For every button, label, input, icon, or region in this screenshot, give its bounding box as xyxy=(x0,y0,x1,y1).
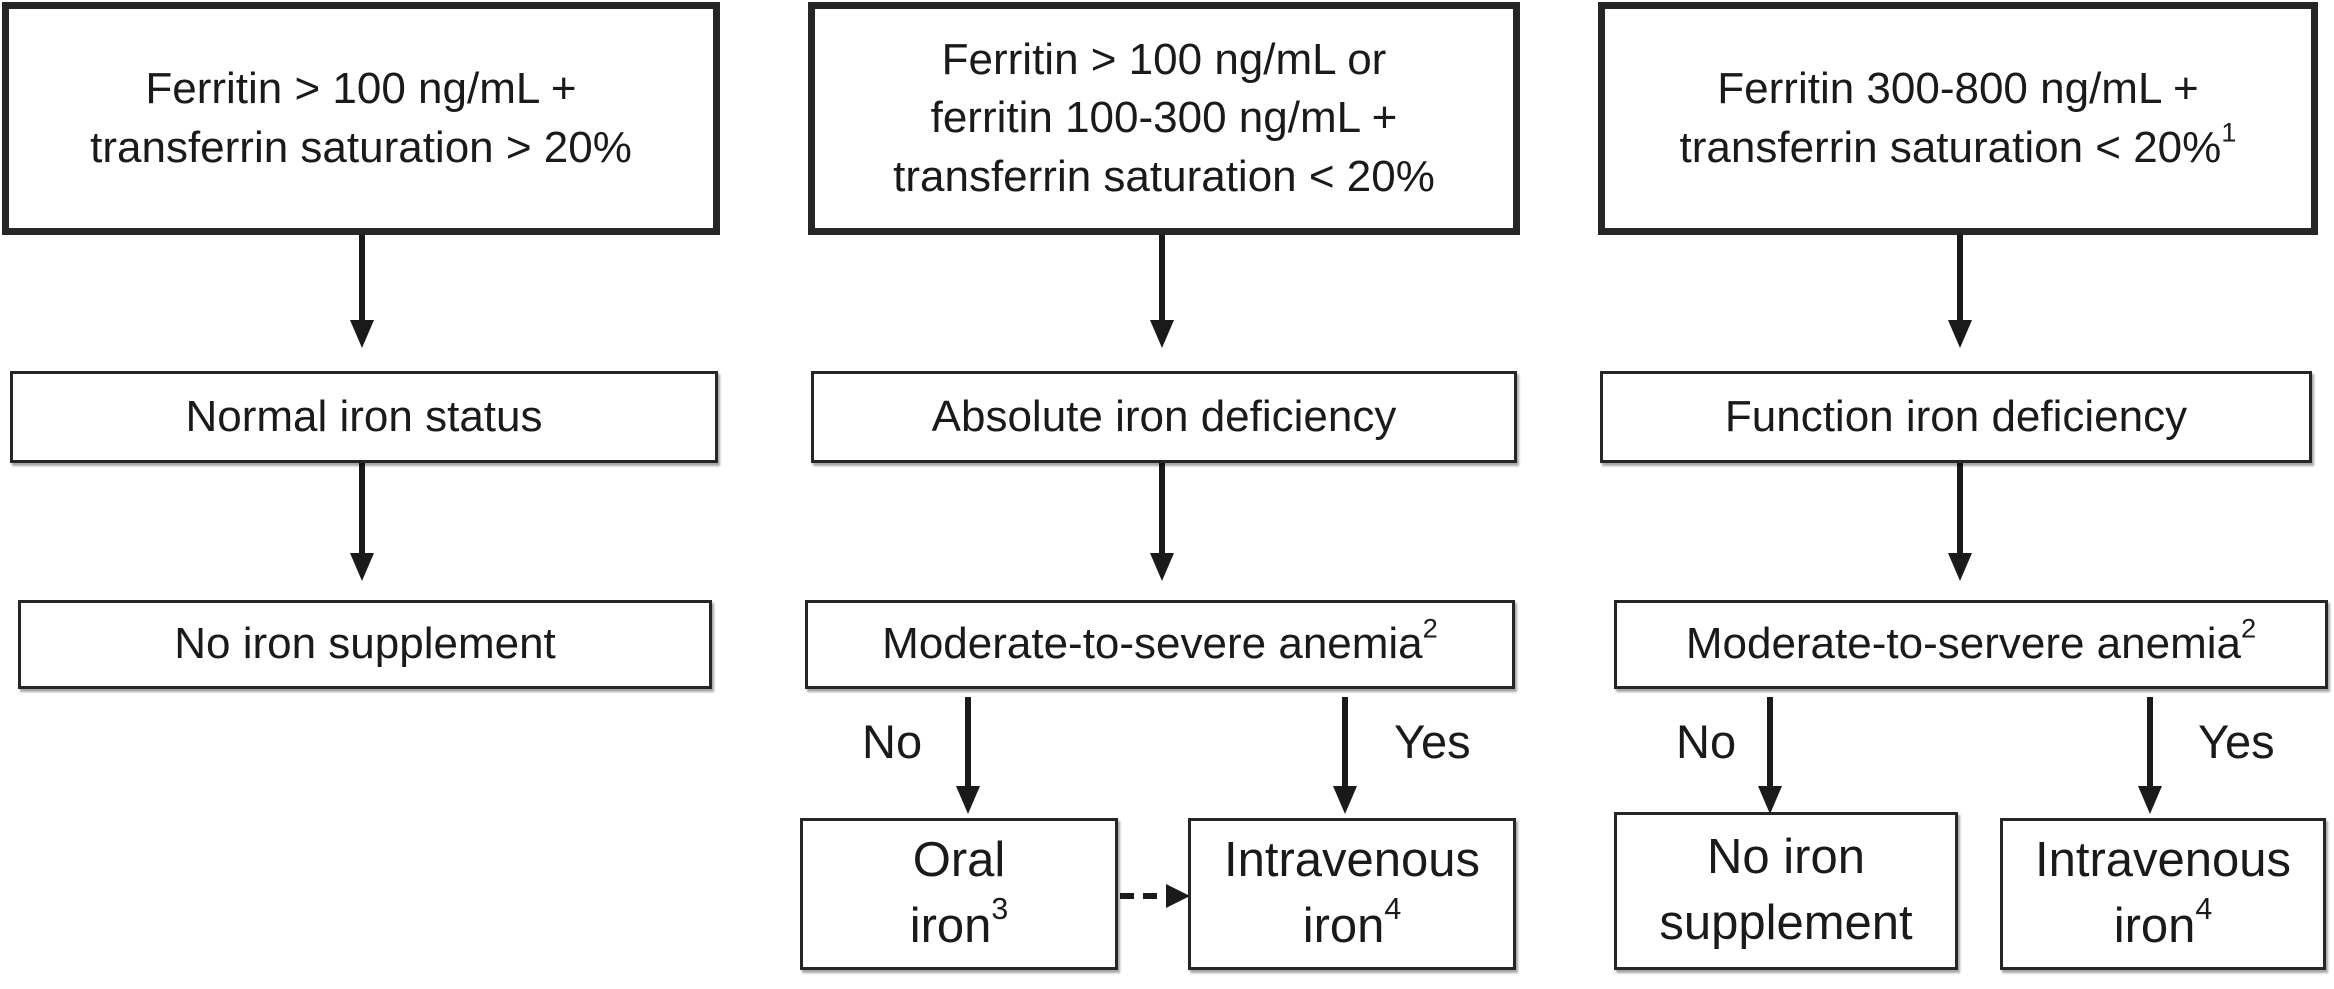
col1-criteria-box: Ferritin > 100 ng/mL + transferrin satur… xyxy=(2,2,720,235)
arrow-col3-yes xyxy=(2138,697,2162,814)
col3-yes-label: Yes xyxy=(2198,715,2275,768)
col3-anemia-text: Moderate-to-servere anemia xyxy=(1685,619,2241,669)
arrow-col1-criteria-to-status xyxy=(350,235,374,348)
arrow-col1-status-to-outcome xyxy=(350,463,374,581)
arrow-col2-dashed-oral-to-iv xyxy=(1120,884,1190,908)
col3-iv-iron-line-1: Intravenous xyxy=(2034,833,2292,888)
col2-oral-iron-footnote: 3 xyxy=(991,892,1009,927)
col1-status-box: Normal iron status xyxy=(10,371,718,463)
col2-status-box: Absolute iron deficiency xyxy=(811,371,1517,463)
col2-criteria-line-2: ferritin 100-300 ng/mL + xyxy=(930,93,1398,143)
col3-anemia-footnote: 2 xyxy=(2240,613,2257,644)
col3-no-supplement-line-1: No iron xyxy=(1707,830,1865,885)
col2-iv-iron-footnote: 4 xyxy=(1384,892,1402,927)
col3-no-supplement-line-2: supplement xyxy=(1659,896,1913,950)
col2-oral-iron-box: Oral iron3 xyxy=(800,818,1118,970)
arrow-col3-status-to-anemia xyxy=(1948,463,1972,581)
col3-anemia-box: Moderate-to-servere anemia2 xyxy=(1614,600,2328,689)
col2-yes-label: Yes xyxy=(1394,715,1471,768)
col3-iv-iron-footnote: 4 xyxy=(2195,892,2213,927)
col2-oral-iron-line-1: Oral xyxy=(912,833,1006,888)
col3-iv-iron-line-2: iron xyxy=(2113,899,2196,953)
col2-iv-iron-line-1: Intravenous xyxy=(1223,833,1481,888)
col1-outcome-box: No iron supplement xyxy=(18,600,712,689)
col3-status-text: Function iron deficiency xyxy=(1724,391,2188,441)
arrow-col3-no xyxy=(1758,697,1782,814)
col2-criteria-line-1: Ferritin > 100 ng/mL or xyxy=(941,35,1387,85)
col3-criteria-footnote: 1 xyxy=(2221,116,2237,148)
col3-criteria-line-1: Ferritin 300-800 ng/mL + xyxy=(1717,64,2199,114)
arrow-col3-criteria-to-status xyxy=(1948,235,1972,348)
arrow-col2-no xyxy=(956,697,980,814)
col2-iv-iron-line-2: iron xyxy=(1302,899,1385,953)
col2-anemia-footnote: 2 xyxy=(1422,613,1438,644)
col1-status-text: Normal iron status xyxy=(185,391,543,441)
col1-criteria-line-2: transferrin saturation > 20% xyxy=(90,122,632,172)
col2-oral-iron-line-2: iron xyxy=(909,899,992,953)
col1-outcome-text: No iron supplement xyxy=(174,619,556,669)
col2-criteria-line-3: transferrin saturation < 20% xyxy=(893,151,1435,201)
col2-no-label: No xyxy=(862,715,923,768)
col2-iv-iron-box: Intravenous iron4 xyxy=(1188,818,1516,970)
col3-no-label: No xyxy=(1676,715,1737,768)
col2-anemia-box: Moderate-to-severe anemia2 xyxy=(805,600,1515,689)
col3-iv-iron-box: Intravenous iron4 xyxy=(2000,818,2326,970)
col1-criteria-line-1: Ferritin > 100 ng/mL + xyxy=(145,64,577,114)
col2-anemia-text: Moderate-to-severe anemia xyxy=(882,619,1423,669)
col3-criteria-line-2: transferrin saturation < 20% xyxy=(1679,122,2222,172)
arrow-col2-status-to-anemia xyxy=(1150,463,1174,581)
col2-criteria-box: Ferritin > 100 ng/mL or ferritin 100-300… xyxy=(808,2,1520,235)
col2-status-text: Absolute iron deficiency xyxy=(931,391,1397,441)
col3-criteria-box: Ferritin 300-800 ng/mL + transferrin sat… xyxy=(1598,2,2318,235)
arrow-col2-criteria-to-status xyxy=(1150,235,1174,348)
arrow-col2-yes xyxy=(1333,697,1357,814)
col3-status-box: Function iron deficiency xyxy=(1600,371,2312,463)
col3-no-supplement-box: No iron supplement xyxy=(1614,812,1958,970)
